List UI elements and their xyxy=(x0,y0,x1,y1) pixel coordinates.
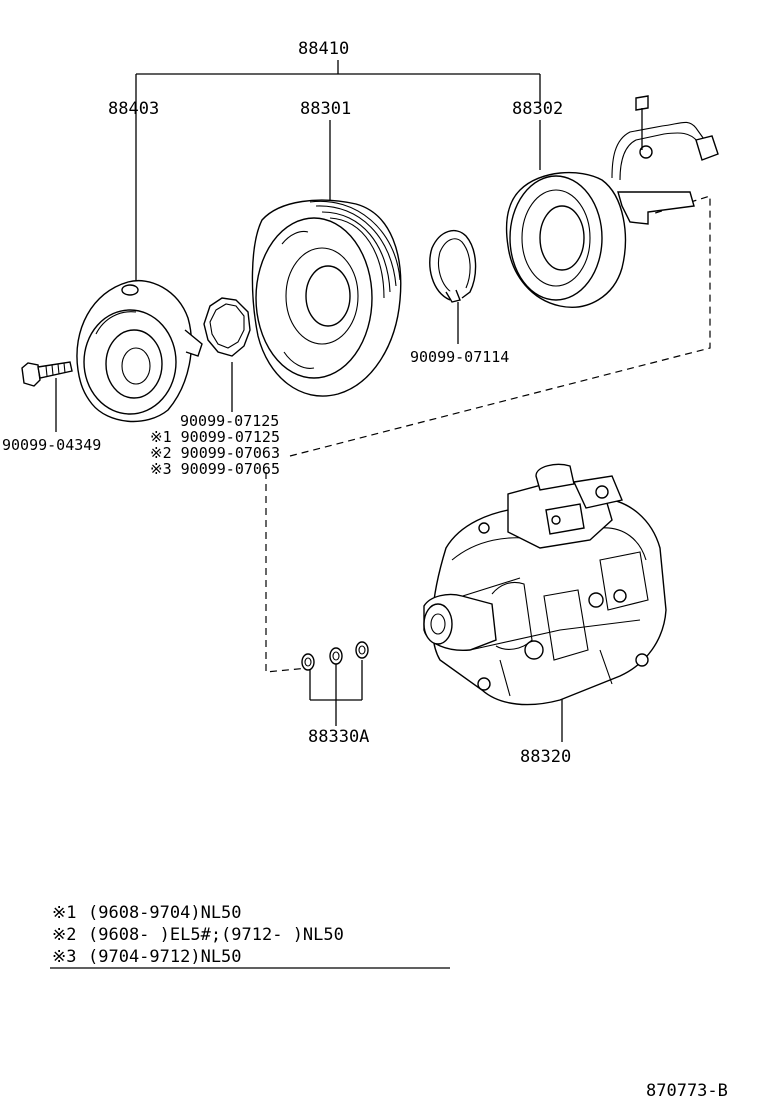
leader-lines xyxy=(50,60,563,969)
label-shim-main: 90099-07125 xyxy=(180,412,279,430)
footnote-3-text: (9704-9712)NL50 xyxy=(88,947,242,967)
label-compressor: 88320 xyxy=(520,747,571,767)
label-shim-alt1: ※1 90099-07125 xyxy=(150,428,280,446)
compressor-part xyxy=(423,463,667,706)
label-shim-alt2: ※2 90099-07063 xyxy=(150,444,280,462)
part-labels: 88410 88403 88301 88302 90099-07114 9009… xyxy=(2,39,571,767)
footnote-1-mark: ※1 xyxy=(52,903,76,923)
footnote-2-mark: ※2 xyxy=(52,925,76,945)
label-bolt: 90099-04349 xyxy=(2,436,101,454)
label-snap-ring: 90099-07114 xyxy=(410,348,509,366)
label-shim-alt3: ※3 90099-07065 xyxy=(150,460,280,478)
footnote-1-text: (9608-9704)NL50 xyxy=(88,903,242,923)
footnotes: ※1 (9608-9704)NL50 ※2 (9608- )EL5#;(9712… xyxy=(52,903,344,967)
label-hub: 88403 xyxy=(108,99,159,119)
footnote-2-text: (9608- )EL5#;(9712- )NL50 xyxy=(88,925,344,945)
label-orings: 88330A xyxy=(308,727,369,747)
label-pulley: 88301 xyxy=(300,99,351,119)
footnote-3-mark: ※3 xyxy=(52,947,76,967)
diagram-code: 870773-B xyxy=(646,1081,728,1101)
label-assembly: 88410 xyxy=(298,39,349,59)
label-field-coil: 88302 xyxy=(512,99,563,119)
field-coil-part xyxy=(505,95,719,308)
pulley-part xyxy=(251,199,402,397)
snap-ring-part xyxy=(429,229,477,303)
shim-part xyxy=(203,297,251,357)
bolt-part xyxy=(21,361,73,387)
hub-part xyxy=(76,280,203,423)
o-rings-part xyxy=(301,641,369,671)
